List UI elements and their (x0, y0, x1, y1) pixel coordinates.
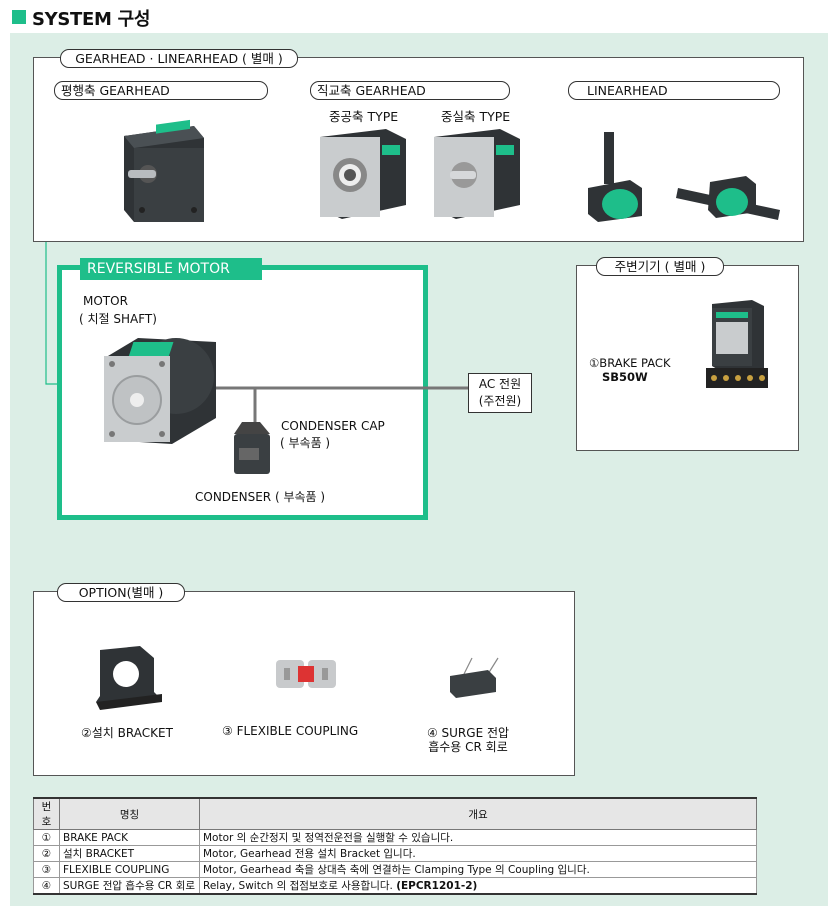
row-name: 설치 BRACKET (59, 845, 200, 862)
row-summary: Motor, Gearhead 축을 상대측 축에 연결하는 Clamping … (199, 861, 757, 878)
condenser-label: CONDENSER ( 부속품 ) (195, 490, 326, 504)
condenser-cap-label: CONDENSER CAP (281, 419, 385, 433)
surge-label: ④ SURGE 전압 (426, 726, 510, 740)
table-row: ③ FLEXIBLE COUPLING Motor, Gearhead 축을 상… (33, 861, 757, 878)
row-number: ③ (33, 861, 60, 878)
header-summary: 개요 (199, 797, 757, 830)
row-summary: Motor, Gearhead 전용 설치 Bracket 입니다. (199, 845, 757, 862)
table-row: ① BRAKE PACK Motor 의 순간정지 및 정역전운전을 실행할 수… (33, 829, 757, 846)
motor-label: MOTOR (83, 294, 128, 308)
orthogonal-gearhead-pill: 직교축 GEARHEAD (310, 81, 510, 100)
hollow-type-label: 중공축 TYPE (329, 109, 399, 124)
solid-type-label: 중실축 TYPE (441, 109, 511, 124)
brake-pack-image (706, 300, 768, 388)
brake-pack-model: SB50W (602, 370, 648, 384)
linearhead-vertical-image (588, 132, 642, 222)
table-header-row: 번호 명칭 개요 (33, 797, 757, 830)
row-name: SURGE 전압 흡수용 CR 회로 (59, 877, 200, 895)
table-row: ② 설치 BRACKET Motor, Gearhead 전용 설치 Brack… (33, 845, 757, 862)
table-row: ④ SURGE 전압 흡수용 CR 회로 Relay, Switch 의 접점보… (33, 877, 757, 895)
reversible-motor-tag: REVERSIBLE MOTOR (80, 258, 262, 280)
condenser-image (234, 422, 270, 474)
peripheral-pill: 주변기기 ( 별매 ) (596, 257, 724, 276)
row-number: ④ (33, 877, 60, 895)
row-name: BRAKE PACK (59, 829, 200, 846)
motor-shaft-label: ( 치절 SHAFT) (79, 312, 157, 326)
row-name: FLEXIBLE COUPLING (59, 861, 200, 878)
page-title: SYSTEM 구성 (32, 9, 151, 30)
bracket-label: ②설치 BRACKET (81, 726, 173, 740)
row-summary-text: Relay, Switch 의 접점보호로 사용합니다. (203, 880, 397, 892)
linearhead-pill: LINEARHEAD (568, 81, 780, 100)
ac-power-label: AC 전원 (478, 377, 522, 391)
linearhead-horizontal-image (676, 176, 780, 220)
model-number: (EPCR1201-2) (396, 880, 478, 892)
header-square-marker (12, 10, 26, 24)
gearhead-pill: GEARHEAD · LINEARHEAD ( 별매 ) (60, 49, 298, 68)
coupling-image (276, 660, 336, 688)
ac-power-box: AC 전원 (주전원) (468, 373, 532, 413)
solid-gearhead-image (434, 129, 520, 219)
surge-cr-label: 흡수용 CR 회로 (428, 740, 508, 754)
parallel-gearhead-pill: 평행축 GEARHEAD (54, 81, 268, 100)
coupling-label: ③ FLEXIBLE COUPLING (222, 724, 359, 738)
parallel-gearhead-image (124, 119, 204, 222)
row-summary: Relay, Switch 의 접점보호로 사용합니다. (EPCR1201-2… (199, 877, 757, 895)
component-table: 번호 명칭 개요 ① BRAKE PACK Motor 의 순간정지 및 정역전… (33, 797, 757, 895)
hollow-gearhead-image (320, 129, 406, 219)
row-number: ① (33, 829, 60, 846)
row-number: ② (33, 845, 60, 862)
header-number: 번호 (33, 797, 60, 830)
motor-image (104, 338, 216, 444)
brake-pack-label: ①BRAKE PACK (589, 356, 671, 370)
surge-cr-image (450, 657, 499, 698)
condenser-cap-note: ( 부속품 ) (280, 436, 331, 450)
option-pill: OPTION(별매 ) (57, 583, 185, 602)
row-summary: Motor 의 순간정지 및 정역전운전을 실행할 수 있습니다. (199, 829, 757, 846)
main-power-label: (주전원) (478, 394, 522, 408)
header-name: 명칭 (59, 797, 200, 830)
bracket-image (96, 646, 162, 710)
